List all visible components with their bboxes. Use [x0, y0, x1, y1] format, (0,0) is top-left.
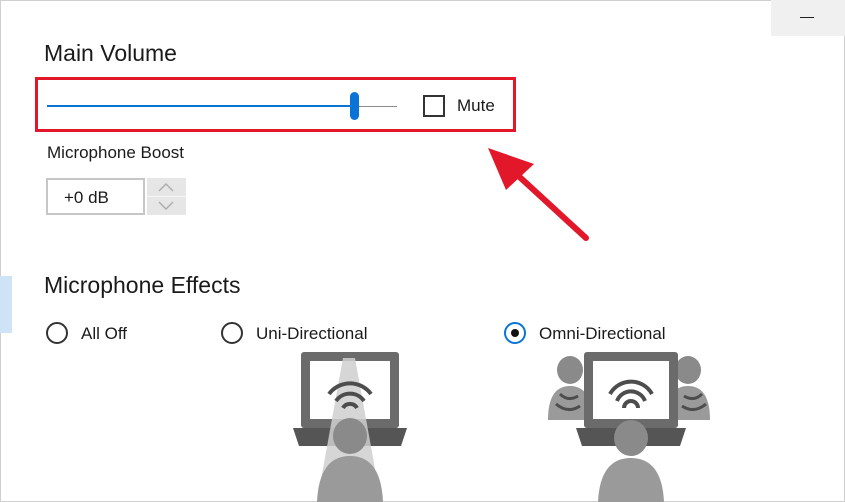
scroll-accent: [0, 276, 12, 333]
chevron-down-icon: [158, 201, 174, 210]
annotation-arrow: [488, 148, 589, 241]
radio-uni-directional-label: Uni-Directional: [256, 324, 368, 343]
main-volume-slider[interactable]: [47, 91, 397, 121]
uni-directional-illustration: [293, 352, 407, 502]
minimize-button[interactable]: [771, 0, 845, 36]
radio-selected-dot: [511, 329, 519, 337]
microphone-effects-title: Microphone Effects: [44, 272, 241, 298]
omni-directional-illustration: [548, 352, 710, 502]
radio-omni-directional[interactable]: [504, 322, 526, 344]
microphone-boost-label: Microphone Boost: [47, 143, 185, 162]
main-volume-title: Main Volume: [44, 40, 177, 66]
slider-thumb[interactable]: [350, 92, 359, 120]
radio-uni-directional[interactable]: [221, 322, 243, 344]
step-up-button[interactable]: [147, 178, 186, 197]
radio-all-off[interactable]: [46, 322, 68, 344]
step-down-button[interactable]: [147, 197, 186, 215]
radio-omni-directional-label: Omni-Directional: [539, 324, 666, 343]
annotation-highlight-box: [35, 77, 516, 132]
slider-fill: [47, 105, 354, 107]
microphone-boost-value: +0 dB: [64, 188, 109, 207]
microphone-boost-field[interactable]: +0 dB: [46, 178, 145, 215]
microphone-boost-stepper: [147, 178, 186, 215]
mute-label: Mute: [457, 96, 495, 115]
slider-track: [354, 106, 397, 107]
mute-checkbox[interactable]: [423, 95, 445, 117]
minimize-icon: [800, 17, 814, 18]
radio-all-off-label: All Off: [81, 324, 127, 343]
chevron-up-icon: [158, 183, 174, 192]
